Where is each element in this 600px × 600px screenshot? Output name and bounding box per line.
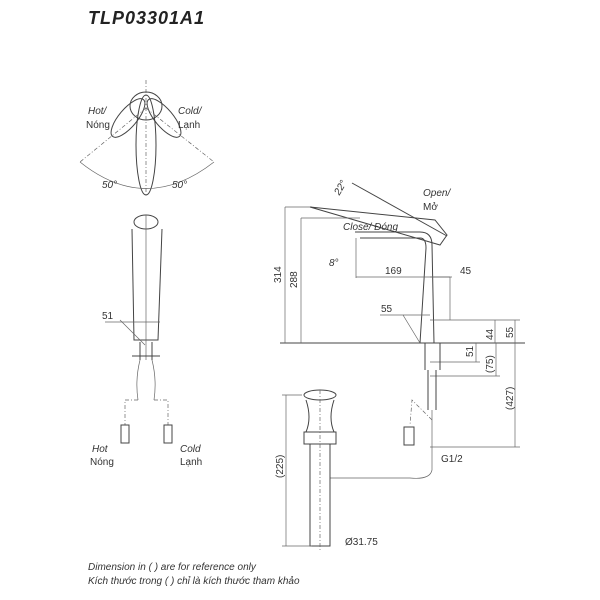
angle-open: 22° [332,179,350,198]
front-hot-label: Hot [92,444,109,455]
angle-spout: 8° [329,258,339,269]
note-vi: Kích thước trong ( ) chỉ là kích thước t… [88,575,300,587]
angle-left: 50° [102,180,117,191]
close-label: Close/ Đóng [343,222,398,233]
front-view: 51 Hot Nóng Cold Lạnh [90,214,202,468]
front-dim-width: 51 [102,311,114,322]
dim-225: (225) [275,455,286,478]
dim-reach: 169 [385,266,402,277]
model-title: TLP03301A1 [88,8,205,28]
dim-427: (427) [505,387,516,410]
dim-51: 51 [465,345,476,357]
dim-total-height: 314 [273,266,284,283]
dim-75: (75) [485,355,496,373]
open-label: Open/ [423,188,451,199]
hot-label-vi: Nóng [86,120,110,131]
dim-spout-height: 288 [289,271,300,288]
dim-44: 44 [485,328,496,340]
dim-base: 55 [381,304,393,315]
angle-right: 50° [172,180,187,191]
hot-label: Hot/ [88,106,108,117]
open-label-vi: Mở [423,201,438,213]
cold-label: Cold/ [178,106,203,117]
front-cold-label-vi: Lạnh [180,457,202,468]
side-view: 314 288 22° Open/ Mở Close/ Đóng 8° 169 … [273,179,525,550]
front-cold-label: Cold [180,444,201,455]
cold-label-vi: Lạnh [178,120,200,131]
dim-handle: 45 [460,266,472,277]
front-hot-label-vi: Nóng [90,457,114,468]
note-en: Dimension in ( ) are for reference only [88,562,257,573]
top-view: Hot/ Nóng Cold/ Lạnh 50° 50° [79,80,215,196]
dim-drain: Ø31.75 [345,537,378,548]
dim-55-right: 55 [505,326,516,338]
thread-size: G1/2 [441,454,463,465]
